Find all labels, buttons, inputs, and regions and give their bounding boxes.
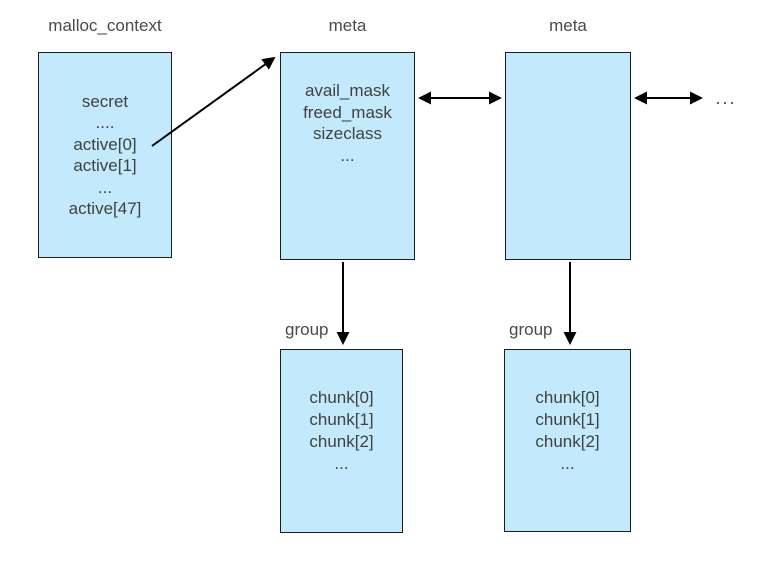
group-2-title: group [509,320,553,339]
malloc-context-fields: secret .... active[0] active[1] ... acti… [39,91,171,220]
field-ellipsis: ... [560,454,575,473]
meta-2-title: meta [549,16,587,35]
field-active-0: active[0] [73,134,137,154]
field-freed-mask: freed_mask [303,102,392,122]
more-meta-ellipsis: ... [715,88,737,108]
meta-1-title: meta [328,16,367,35]
meta-1-fields: avail_mask freed_mask sizeclass ... [281,53,414,166]
field-active-47: active[47] [68,199,142,218]
group-1-title: group [285,320,329,339]
group-2-fields: chunk[0] chunk[1] chunk[2] ... [505,350,630,475]
meta-1-box: avail_mask freed_mask sizeclass ... [280,52,415,260]
group-1-fields: chunk[0] chunk[1] chunk[2] ... [281,350,402,475]
field-ellipsis: ... [334,454,349,473]
field-chunk-1: chunk[1] [535,410,600,429]
field-chunk-2: chunk[2] [535,432,600,451]
field-sizeclass: sizeclass [313,124,382,143]
field-dots: .... [95,113,115,132]
field-chunk-0: chunk[0] [309,388,374,407]
meta-2-box [505,52,631,260]
field-secret: secret [81,91,129,111]
malloc-context-title: malloc_context [48,16,162,35]
field-active-1: active[1] [73,156,137,175]
field-avail-mask: avail_mask [304,81,391,100]
malloc-context-box: secret .... active[0] active[1] ... acti… [38,52,172,258]
field-chunk-2: chunk[2] [309,432,374,451]
group-2-box: chunk[0] chunk[1] chunk[2] ... [504,349,631,532]
field-ellipsis: ... [340,145,355,165]
group-1-box: chunk[0] chunk[1] chunk[2] ... [280,349,403,533]
field-chunk-0: chunk[0] [535,388,600,407]
field-chunk-1: chunk[1] [309,410,374,429]
field-ellipsis: ... [97,177,113,197]
